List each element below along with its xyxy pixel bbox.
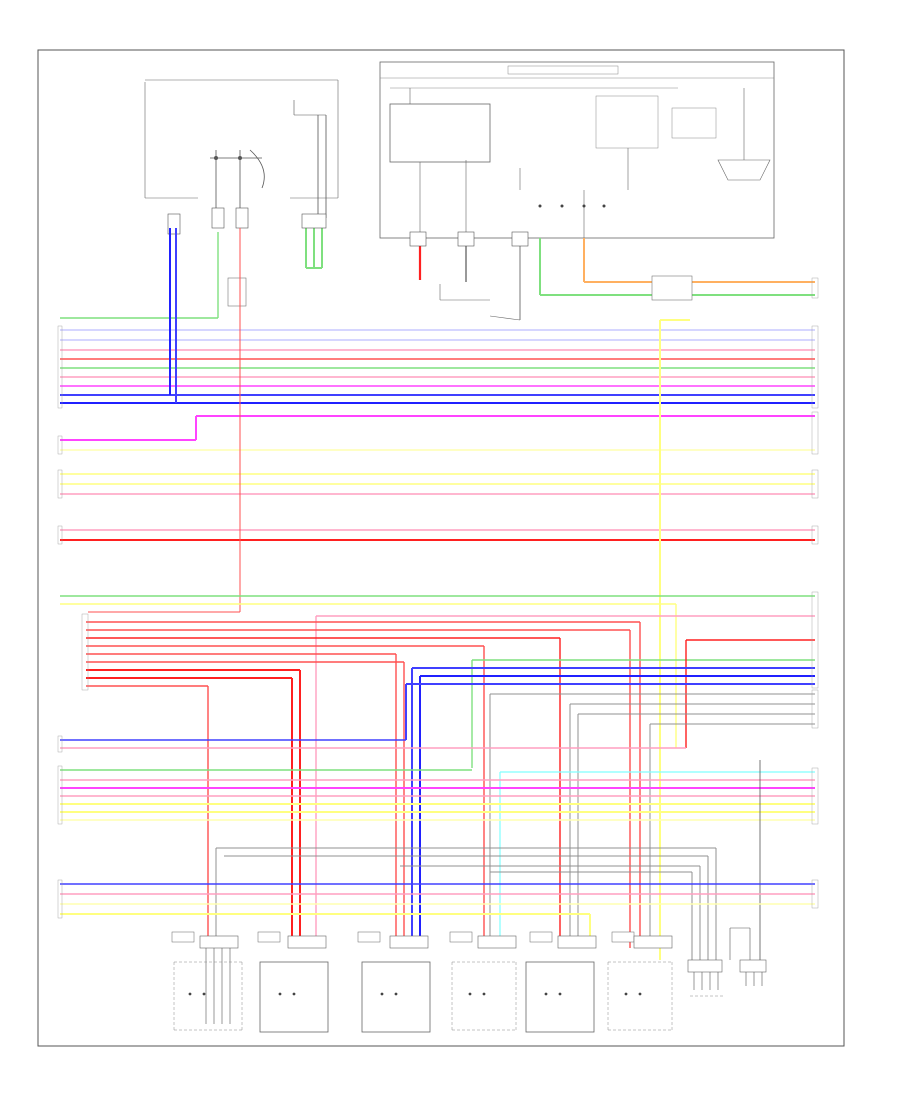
module-5 [525,931,597,1033]
bottom-right-connectors [687,927,767,997]
harness-bundle-3 [60,473,815,495]
harness-middle [60,595,815,948]
diagram-border [37,49,845,1047]
module-3 [357,931,431,1033]
harness-bundle-top [60,228,815,404]
control-unit-box [379,61,815,321]
harness-endpoints [57,277,819,919]
harness-bundle-2 [60,415,815,451]
module-1 [171,931,243,1031]
module-4 [449,931,517,1031]
relay-feed-wires [88,228,690,960]
harness-bundle-4 [60,529,815,541]
module-2 [257,931,329,1033]
module-6 [607,931,673,1031]
harness-bottom [60,883,815,948]
harness-lower [60,739,815,960]
top-left-assembly [144,79,339,307]
